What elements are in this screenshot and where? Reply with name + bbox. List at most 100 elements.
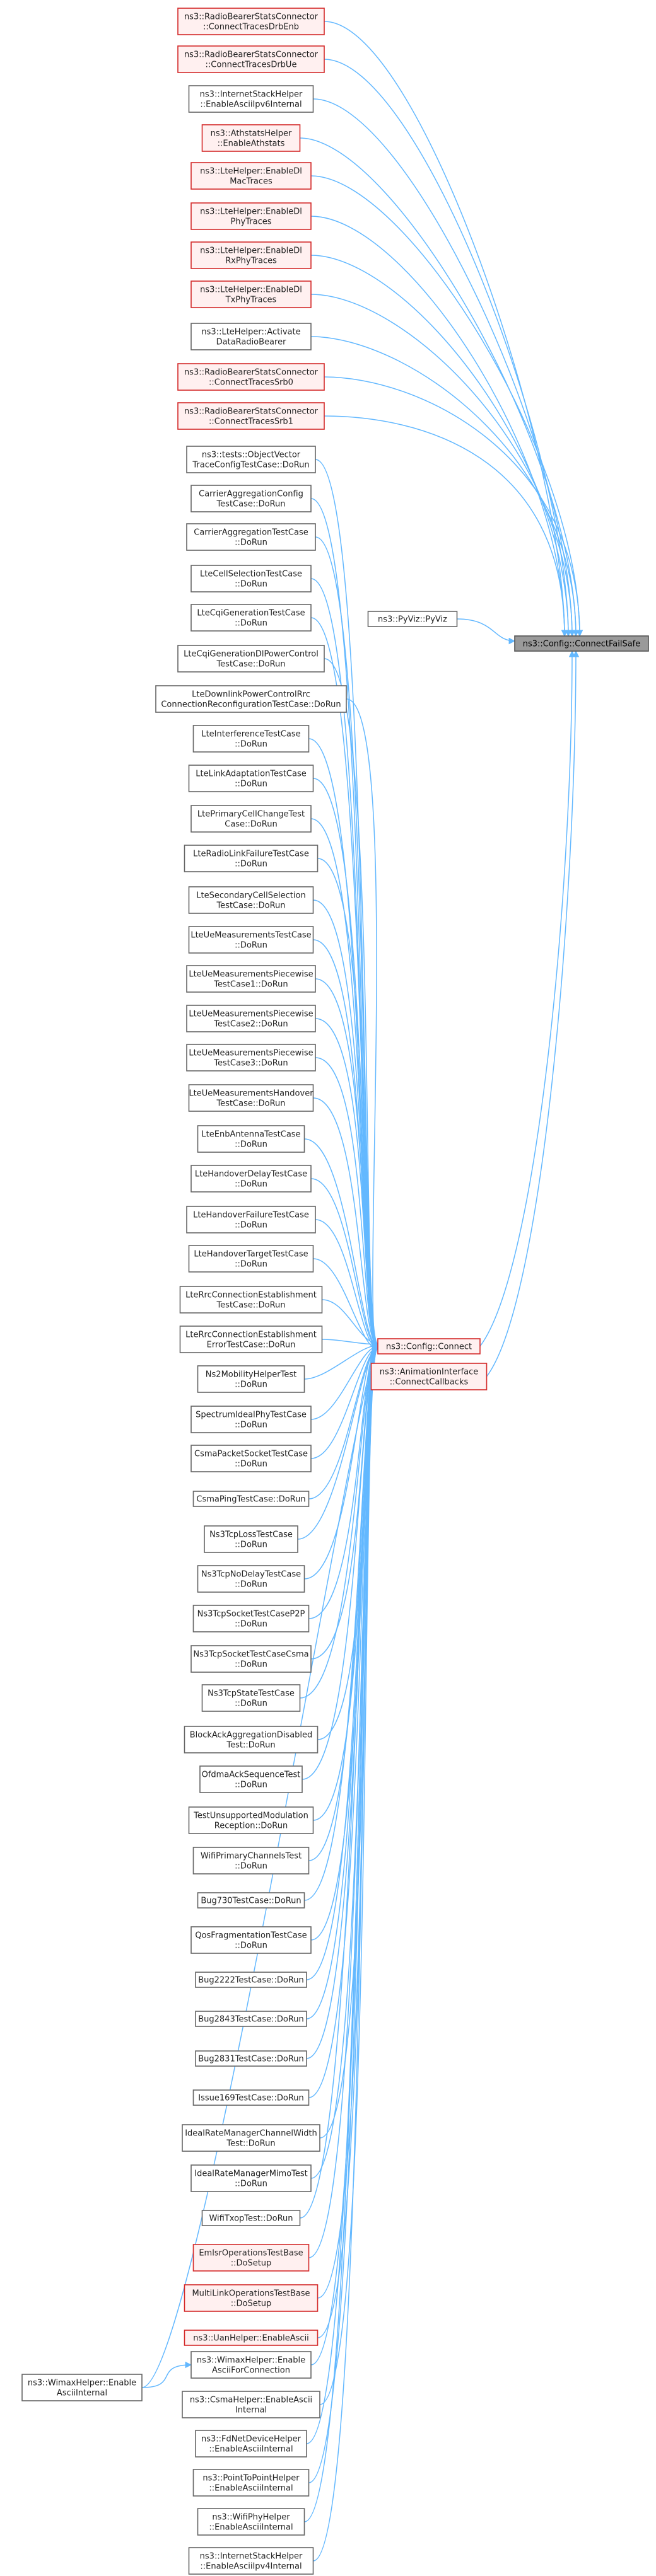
node-c37[interactable]: CsmaPacketSocketTestCase::DoRun	[190, 1445, 312, 1472]
node-w[interactable]: ns3::WimaxHelper::EnableAsciiInternal	[21, 2374, 143, 2401]
node-c42[interactable]: Ns3TcpSocketTestCaseCsma::DoRun	[190, 1645, 312, 1673]
node-c58[interactable]: MultiLinkOperationsTestBase::DoSetup	[184, 2284, 319, 2312]
node-c60[interactable]: ns3::WimaxHelper::EnableAsciiForConnecti…	[190, 2351, 312, 2379]
node-c47[interactable]: WifiPrimaryChannelsTest::DoRun	[192, 1847, 310, 1874]
node-c31[interactable]: LteHandoverFailureTestCase::DoRun	[186, 1206, 316, 1233]
node-box	[184, 2284, 319, 2312]
node-c16[interactable]: LteCqiGenerationTestCase::DoRun	[190, 604, 312, 632]
node-c46[interactable]: TestUnsupportedModulationReception::DoRu…	[188, 1806, 314, 1834]
node-c40[interactable]: Ns3TcpNoDelayTestCase::DoRun	[197, 1565, 305, 1593]
node-label: ErrorTestCase::DoRun	[207, 1341, 296, 1350]
node-c55[interactable]: IdealRateManagerMimoTest::DoRun	[190, 2164, 312, 2192]
node-c61[interactable]: ns3::CsmaHelper::EnableAsciiInternal	[182, 2391, 320, 2418]
node-T[interactable]: ns3::Config::ConnectFailSafe	[514, 635, 649, 652]
node-c12[interactable]: ns3::tests::ObjectVectorTraceConfigTestC…	[186, 446, 316, 473]
node-c25[interactable]: LteUeMeasurementsPiecewiseTestCase1::DoR…	[186, 965, 316, 993]
node-label: ::DoRun	[235, 1221, 267, 1230]
node-c56[interactable]: WifiTxopTest::DoRun	[201, 2210, 301, 2226]
node-label: ns3::PointToPointHelper	[202, 2474, 300, 2483]
node-ai[interactable]: ns3::AnimationInterface::ConnectCallback…	[370, 1363, 488, 1390]
node-c57[interactable]: EmlsrOperationsTestBase::DoSetup	[192, 2244, 310, 2272]
node-c19[interactable]: LteInterferenceTestCase::DoRun	[192, 725, 310, 753]
node-box	[188, 85, 314, 113]
node-c18[interactable]: LteDownlinkPowerControlRrcConnectionReco…	[155, 685, 347, 713]
node-c2[interactable]: ns3::RadioBearerStatsConnector::ConnectT…	[177, 45, 325, 73]
node-c49[interactable]: QosFragmentationTestCase::DoRun	[190, 1926, 312, 1954]
node-c36[interactable]: SpectrumIdealPhyTestCase::DoRun	[190, 1406, 312, 1433]
node-c48[interactable]: Bug730TestCase::DoRun	[197, 1892, 305, 1909]
node-box	[179, 1286, 323, 1314]
node-box	[177, 45, 325, 73]
node-label: ::DoRun	[235, 1781, 267, 1790]
node-p[interactable]: ns3::PyViz::PyViz	[367, 611, 458, 627]
edge-c63-cc	[308, 1342, 379, 2483]
node-c32[interactable]: LteHandoverTargetTestCase::DoRun	[188, 1245, 314, 1273]
node-c64[interactable]: ns3::WifiPhyHelper::EnableAsciiInternal	[197, 2508, 305, 2536]
node-c14[interactable]: CarrierAggregationTestCase::DoRun	[186, 523, 316, 551]
node-c30[interactable]: LteHandoverDelayTestCase::DoRun	[190, 1165, 312, 1193]
node-label: ::DoRun	[235, 1260, 267, 1269]
node-label: LteCqiGenerationTestCase	[197, 609, 305, 618]
node-c65[interactable]: ns3::InternetStackHelper::EnableAsciiIpv…	[188, 2547, 314, 2575]
node-layer: ns3::Config::ConnectFailSafe ns3::RadioBe…	[21, 8, 649, 2575]
node-c53[interactable]: Issue169TestCase::DoRun	[192, 2089, 310, 2106]
edge-c26-cc	[315, 1018, 379, 1347]
node-c11[interactable]: ns3::RadioBearerStatsConnector::ConnectT…	[177, 402, 325, 430]
node-c20[interactable]: LteLinkAdaptationTestCase::DoRun	[188, 765, 314, 792]
node-c43[interactable]: Ns3TcpStateTestCase::DoRun	[201, 1684, 301, 1712]
node-c15[interactable]: LteCellSelectionTestCase::DoRun	[190, 565, 312, 592]
node-c10[interactable]: ns3::RadioBearerStatsConnector::ConnectT…	[177, 363, 325, 391]
node-c17[interactable]: LteCqiGenerationDlPowerControlTestCase::…	[177, 645, 325, 673]
node-c26[interactable]: LteUeMeasurementsPiecewiseTestCase2::DoR…	[186, 1005, 316, 1032]
node-label: ::DoRun	[235, 1580, 267, 1590]
node-c34[interactable]: LteRrcConnectionEstablishmentErrorTestCa…	[179, 1326, 323, 1353]
node-c45[interactable]: OfdmaAckSequenceTest::DoRun	[199, 1765, 303, 1793]
node-box	[195, 2430, 307, 2458]
node-c50[interactable]: Bug2222TestCase::DoRun	[195, 1972, 307, 1988]
node-cc[interactable]: ns3::Config::Connect	[377, 1338, 481, 1354]
node-label: ::EnableAsciiIpv6Internal	[200, 100, 302, 110]
node-c62[interactable]: ns3::FdNetDeviceHelper::EnableAsciiInter…	[195, 2430, 307, 2458]
node-c22[interactable]: LteRadioLinkFailureTestCase::DoRun	[184, 845, 319, 872]
node-c33[interactable]: LteRrcConnectionEstablishmentTestCase::D…	[179, 1286, 323, 1314]
node-c39[interactable]: Ns3TcpLossTestCase::DoRun	[204, 1525, 298, 1553]
node-c24[interactable]: LteUeMeasurementsTestCase::DoRun	[188, 926, 314, 954]
node-c59[interactable]: ns3::UanHelper::EnableAscii	[184, 2330, 319, 2346]
node-box	[197, 1565, 305, 1593]
node-c51[interactable]: Bug2843TestCase::DoRun	[195, 2011, 307, 2027]
node-label: LteLinkAdaptationTestCase	[196, 770, 306, 779]
edge-c7-T	[310, 255, 572, 637]
node-c52[interactable]: Bug2831TestCase::DoRun	[195, 2050, 307, 2067]
node-c63[interactable]: ns3::PointToPointHelper::EnableAsciiInte…	[192, 2469, 310, 2497]
node-label: Case::DoRun	[225, 820, 277, 829]
node-c4[interactable]: ns3::AthstatsHelper::EnableAthstats	[201, 124, 301, 152]
node-box	[192, 2469, 310, 2497]
node-c41[interactable]: Ns3TcpSocketTestCaseP2P::DoRun	[192, 1605, 310, 1632]
node-box	[177, 8, 325, 35]
node-box	[514, 635, 649, 652]
edge-c31-cc	[315, 1219, 379, 1352]
node-c3[interactable]: ns3::InternetStackHelper::EnableAsciiIpv…	[188, 85, 314, 113]
node-box	[190, 1926, 312, 1954]
node-label: Ns2MobilityHelperTest	[206, 1370, 296, 1380]
node-c1[interactable]: ns3::RadioBearerStatsConnector::ConnectT…	[177, 8, 325, 35]
node-c29[interactable]: LteEnbAntennaTestCase::DoRun	[197, 1125, 305, 1153]
node-box	[190, 280, 312, 308]
edge-c23-cc	[313, 899, 379, 1351]
node-box	[190, 805, 312, 833]
node-label: TestCase::DoRun	[216, 901, 285, 911]
node-c38[interactable]: CsmaPingTestCase::DoRun	[192, 1491, 310, 1507]
node-c35[interactable]: Ns2MobilityHelperTest::DoRun	[197, 1365, 305, 1393]
node-c27[interactable]: LteUeMeasurementsPiecewiseTestCase3::DoR…	[186, 1044, 316, 1071]
